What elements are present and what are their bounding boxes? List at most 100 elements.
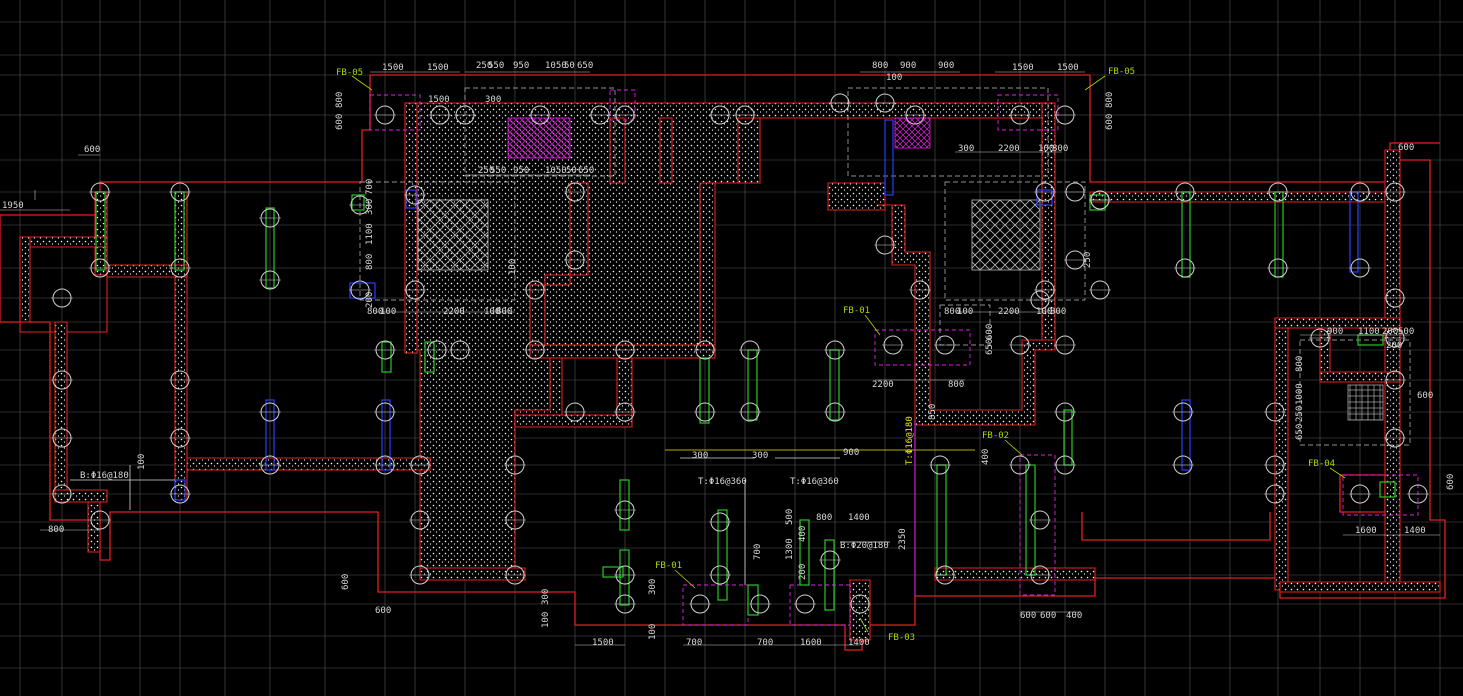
- dimension-label: 300: [648, 579, 658, 595]
- rebar-left-b: B:Φ16@180: [80, 471, 129, 481]
- dimension-label: 100: [380, 307, 396, 317]
- dimension-label: 1050: [545, 61, 567, 71]
- dimension-label: 700: [365, 179, 375, 195]
- tag-labels: FB-05 FB-05 FB-01 FB-02 FB-04 FB-01 FB-0…: [80, 67, 1335, 643]
- rebar-b-mid: B:Φ20@180: [840, 541, 889, 551]
- dimension-label: 700: [686, 638, 702, 648]
- dimension-label: 850: [928, 404, 938, 420]
- column-bars-blue: [174, 119, 1359, 501]
- dimension-label: 950: [513, 61, 529, 71]
- dimension-label: 1500: [592, 638, 614, 648]
- dimension-label: 1400: [848, 513, 870, 523]
- dimension-label: 800: [1105, 92, 1115, 108]
- dimension-label: 550: [490, 166, 506, 176]
- dimension-label: 200: [798, 564, 808, 580]
- dimension-label: 650: [985, 339, 995, 355]
- dimension-label: 1500: [1057, 63, 1079, 73]
- dimension-lines: [0, 71, 1440, 646]
- dimension-label: 200: [1382, 327, 1398, 337]
- tag-fb03: FB-03: [888, 633, 915, 643]
- dimension-label: 2200: [872, 380, 894, 390]
- dimension-label: 300: [958, 144, 974, 154]
- dimension-label: 700: [757, 638, 773, 648]
- dimension-label: 900: [843, 448, 859, 458]
- dimension-label: 550: [488, 61, 504, 71]
- dimension-label: 800: [948, 380, 964, 390]
- dimension-label: 600: [985, 324, 995, 340]
- dimension-label: 600: [1105, 114, 1115, 130]
- dimension-label: 1500: [428, 95, 450, 105]
- dimension-label: 200: [365, 292, 375, 308]
- dimension-label: 800: [496, 307, 512, 317]
- dimension-label: 800: [944, 307, 960, 317]
- dimension-label: 1600: [800, 638, 822, 648]
- dimension-label: 1300: [785, 538, 795, 560]
- dimension-label: 300: [692, 451, 708, 461]
- dimension-label: 1100: [365, 223, 375, 245]
- dimension-label: 1050: [545, 166, 567, 176]
- dimension-label: 300: [365, 199, 375, 215]
- dimension-label: 800: [1295, 356, 1305, 372]
- dimension-label: 500: [1398, 327, 1414, 337]
- dimension-label: 100: [1036, 307, 1052, 317]
- dimension-label: 1100: [1358, 327, 1380, 337]
- dimension-label: 1500: [427, 63, 449, 73]
- dimension-label: 800: [367, 307, 383, 317]
- dimension-label: 600: [1417, 391, 1433, 401]
- dimension-label: 2350: [898, 528, 908, 550]
- dimension-label: 400: [798, 526, 808, 542]
- dimension-label: 250: [1083, 252, 1093, 268]
- dimension-label: 800: [1052, 144, 1068, 154]
- dimension-label: 100: [886, 73, 902, 83]
- dimension-label: 1400: [1404, 526, 1426, 536]
- dimension-label: 1500: [382, 63, 404, 73]
- dimension-label: 250: [1295, 406, 1305, 422]
- dimension-label: 100: [508, 259, 518, 275]
- dimension-label: 100: [137, 454, 147, 470]
- dimension-label: 600: [335, 114, 345, 130]
- dimension-label: 2200: [443, 307, 465, 317]
- dimension-label: 600: [1398, 143, 1414, 153]
- dimension-label: 300: [752, 451, 768, 461]
- dimension-label: 800: [48, 525, 64, 535]
- tag-fb02: FB-02: [982, 431, 1009, 441]
- dimension-label: 500: [785, 509, 795, 525]
- tag-fb01-mid: FB-01: [843, 306, 870, 316]
- dimension-label: 250: [476, 61, 492, 71]
- rebar-t-left: T:Φ16@360: [698, 477, 747, 487]
- dimension-label: 400: [1066, 611, 1082, 621]
- dimension-label: 300: [541, 589, 551, 605]
- dimension-label: 650: [577, 61, 593, 71]
- leader-lines: [70, 75, 1346, 633]
- tag-fb04: FB-04: [1308, 459, 1335, 469]
- dimension-label: 600: [341, 574, 351, 590]
- dimension-label: 200: [1386, 341, 1402, 351]
- dimension-label: 600: [375, 606, 391, 616]
- dimension-label: 50: [566, 166, 577, 176]
- dimension-label: 2200: [998, 144, 1020, 154]
- tag-fb01-bottom: FB-01: [655, 561, 682, 571]
- dimension-label: 600: [1040, 611, 1056, 621]
- dimension-label: 650: [578, 166, 594, 176]
- dimension-label: 1600: [1355, 526, 1377, 536]
- strip-footings-hatch: [19, 102, 1441, 641]
- dimension-label: 900: [938, 61, 954, 71]
- dimension-label: 300: [485, 95, 501, 105]
- dimension-label: 100: [541, 612, 551, 628]
- dimension-label: 100: [648, 624, 658, 640]
- dashed-white-outlines: [359, 87, 1411, 446]
- dimension-label: 900: [1327, 327, 1343, 337]
- dimension-label: 100: [1038, 144, 1054, 154]
- dimension-label: 950: [513, 166, 529, 176]
- dimension-label: 1950: [2, 201, 24, 211]
- dimension-label: 1000: [1295, 383, 1305, 405]
- dimension-label: 100: [957, 307, 973, 317]
- piles: [51, 93, 1429, 614]
- dimension-label: 700: [753, 544, 763, 560]
- column-bars-green: [95, 191, 1396, 616]
- dimension-label: 800: [365, 254, 375, 270]
- dimension-label: 650: [1295, 424, 1305, 440]
- dimension-label: 800: [816, 513, 832, 523]
- dimension-label: 900: [900, 61, 916, 71]
